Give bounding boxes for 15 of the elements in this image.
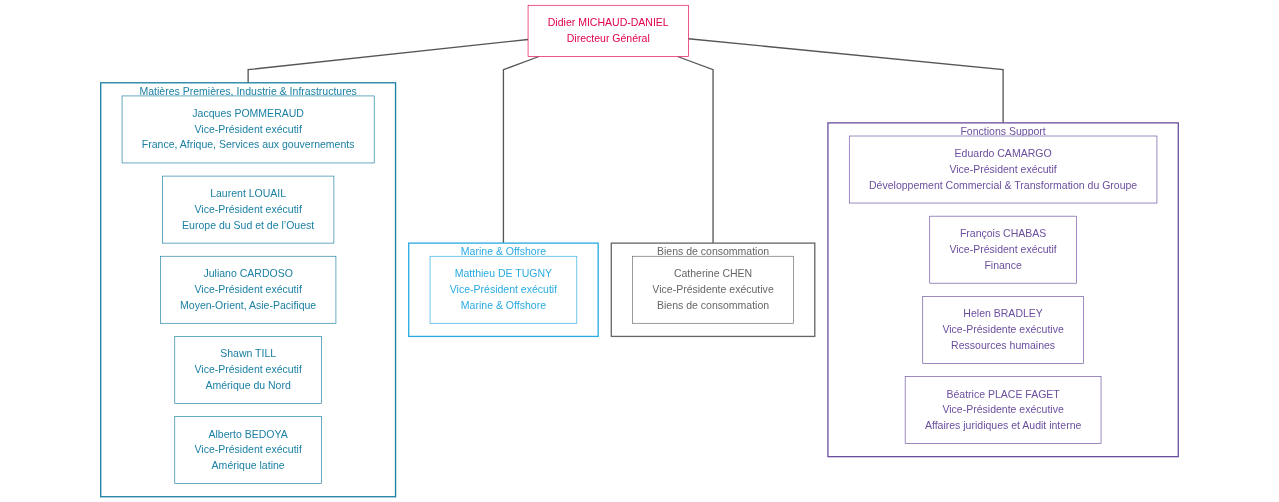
connector <box>502 55 540 244</box>
node-box: Juliano CARDOSO Vice-Président exécutif Moyen-Orient, Asie-Pacifique <box>160 255 337 324</box>
node-box: Matthieu DE TUGNY Vice-Président exécutif Marine & Offshore <box>429 255 578 324</box>
connector <box>247 38 529 84</box>
node-box: Shawn TILL Vice-Président exécutif Amérique du Nord <box>174 336 322 404</box>
node-box: Laurent LOUAIL Vice-Président exécutif Europe du Sud et de l’Ouest <box>162 175 335 244</box>
connector <box>687 38 1004 124</box>
node-box: Béatrice PLACE FAGET Vice-Présidente exécutive Affaires juridiques et Audit interne <box>904 376 1102 444</box>
node-box: Eduardo CAMARGO Vice-Président exécutif Développement Commercial & Transformation du Groupe <box>848 135 1158 204</box>
node-box: Catherine CHEN Vice-Présidente exécutive Biens de consommation <box>632 255 794 324</box>
node-box: François CHABAS Vice-Président exécutif Finance <box>929 215 1077 284</box>
node-box: Alberto BEDOYA Vice-Président exécutif Amérique latine <box>174 416 322 484</box>
node-box: Jacques POMMERAUD Vice-Président exécutif France, Afrique, Services aux gouvernements <box>121 95 375 164</box>
node-box: Helen BRADLEY Vice-Présidente exécutive Ressources humaines <box>922 296 1084 364</box>
node-box: Didier MICHAUD-DANIEL Directeur Général <box>527 4 689 57</box>
